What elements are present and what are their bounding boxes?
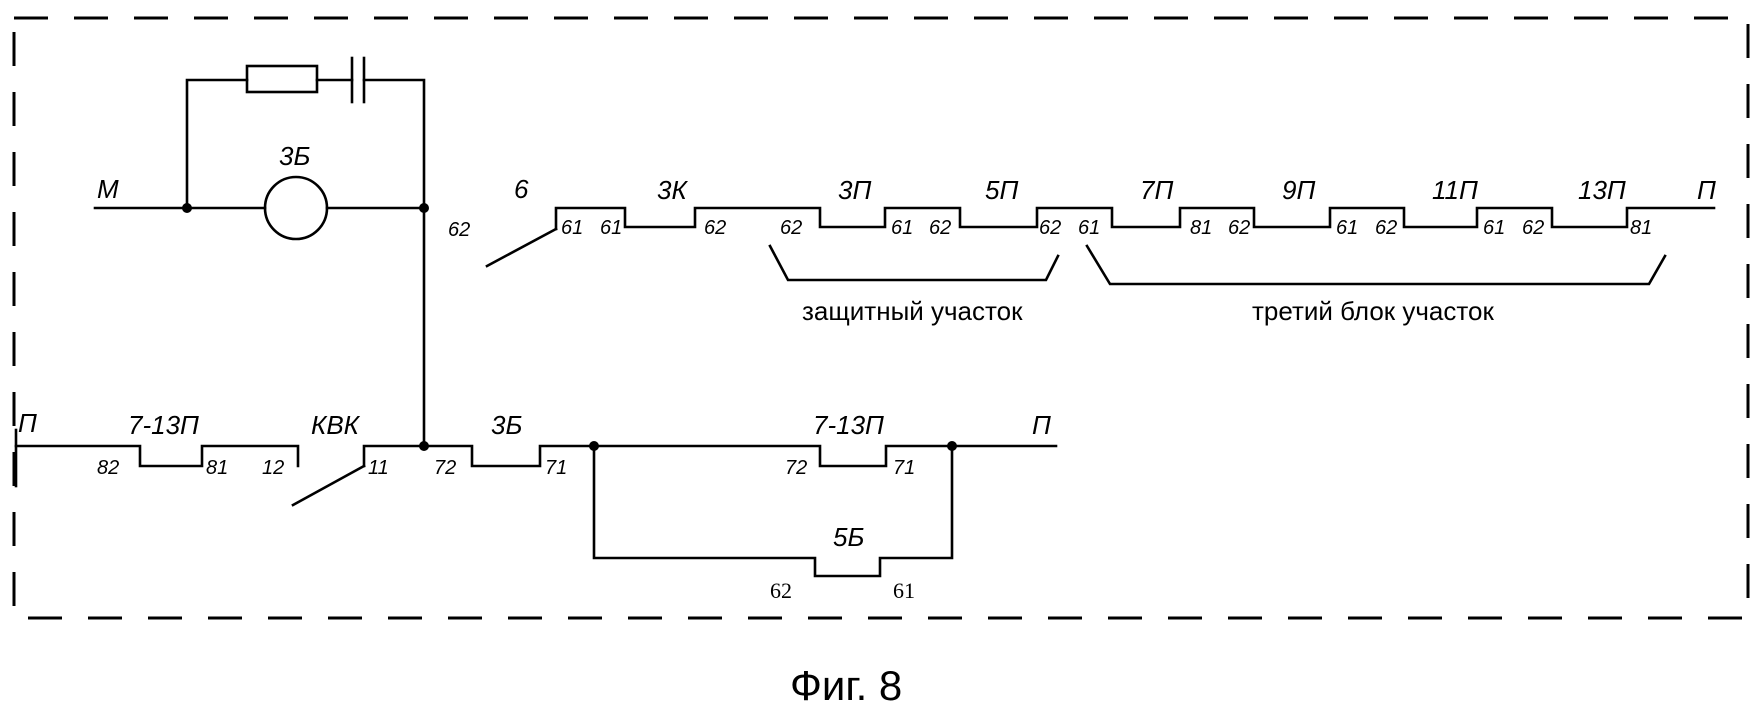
svg-text:81: 81 bbox=[1190, 217, 1212, 239]
svg-text:71: 71 bbox=[545, 457, 567, 479]
dashed-frame bbox=[12, 16, 1750, 620]
resistor bbox=[245, 64, 319, 94]
figure-caption: Фиг. 8 bbox=[790, 662, 902, 709]
switch-arm-6 bbox=[485, 227, 558, 268]
svg-text:7-13П: 7-13П bbox=[128, 410, 199, 440]
contact-chain-top bbox=[554, 206, 1716, 231]
svg-text:П: П bbox=[1032, 410, 1051, 440]
svg-text:7-13П: 7-13П bbox=[813, 410, 884, 440]
contact-chain-bottom bbox=[362, 444, 1058, 468]
switch-arm-kvk bbox=[291, 464, 366, 507]
brace-third bbox=[1085, 244, 1667, 286]
svg-text:61: 61 bbox=[1078, 217, 1100, 239]
svg-text:12: 12 bbox=[262, 457, 284, 479]
junction-dot bbox=[182, 203, 192, 213]
label-gen: 3Б bbox=[279, 141, 310, 171]
svg-text:72: 72 bbox=[785, 457, 807, 479]
svg-text:3Б: 3Б bbox=[491, 410, 522, 440]
contact-62-open: 62 bbox=[448, 219, 470, 241]
svg-text:3К: 3К bbox=[657, 175, 688, 205]
svg-text:П: П bbox=[1697, 175, 1716, 205]
svg-text:82: 82 bbox=[97, 457, 119, 479]
svg-text:62: 62 bbox=[1039, 217, 1061, 239]
brace-protect bbox=[768, 244, 1060, 282]
svg-text:7П: 7П bbox=[1140, 175, 1173, 205]
svg-text:62: 62 bbox=[1228, 217, 1250, 239]
svg-text:13П: 13П bbox=[1578, 175, 1626, 205]
svg-text:72: 72 bbox=[434, 457, 456, 479]
label-kvk: КВК bbox=[311, 410, 361, 440]
branch-5b bbox=[592, 444, 954, 578]
generator-3b bbox=[263, 175, 329, 241]
contact-chain-bottom-left bbox=[14, 444, 300, 468]
svg-text:61: 61 bbox=[1483, 217, 1505, 239]
svg-text:81: 81 bbox=[1630, 217, 1652, 239]
svg-text:62: 62 bbox=[1522, 217, 1544, 239]
label-6: 6 bbox=[514, 174, 529, 204]
svg-text:61: 61 bbox=[891, 217, 913, 239]
svg-text:62: 62 bbox=[704, 217, 726, 239]
svg-text:81: 81 bbox=[206, 457, 228, 479]
svg-text:61: 61 bbox=[893, 578, 915, 603]
caption-protect: защитный участок bbox=[802, 296, 1023, 326]
svg-text:61: 61 bbox=[600, 217, 622, 239]
svg-text:9П: 9П bbox=[1282, 175, 1315, 205]
svg-text:62: 62 bbox=[780, 217, 802, 239]
label-p-left: П bbox=[18, 408, 37, 438]
svg-text:5П: 5П bbox=[985, 175, 1018, 205]
svg-text:11П: 11П bbox=[1432, 175, 1478, 205]
svg-text:62: 62 bbox=[770, 578, 792, 603]
label-m: М bbox=[97, 174, 119, 204]
svg-text:11: 11 bbox=[368, 457, 389, 479]
rc-branch bbox=[185, 56, 426, 210]
svg-text:61: 61 bbox=[1336, 217, 1358, 239]
svg-text:71: 71 bbox=[893, 457, 915, 479]
label-5b: 5Б bbox=[833, 522, 864, 552]
caption-third: третий блок участок bbox=[1252, 296, 1494, 326]
svg-text:3П: 3П bbox=[838, 175, 871, 205]
svg-text:62: 62 bbox=[1375, 217, 1397, 239]
svg-text:62: 62 bbox=[929, 217, 951, 239]
svg-text:61: 61 bbox=[561, 217, 583, 239]
